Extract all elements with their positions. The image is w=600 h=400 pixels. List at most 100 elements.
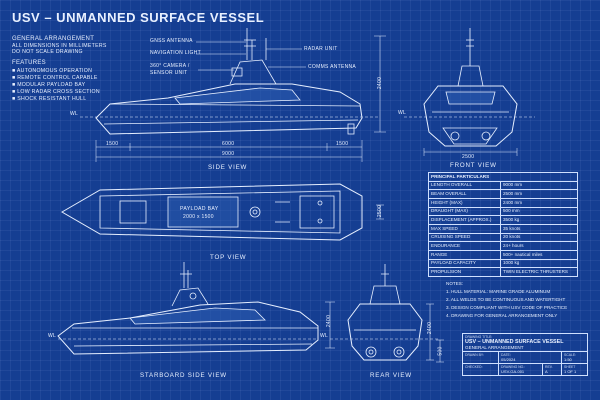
- spec-label: HEIGHT (MAX): [428, 198, 501, 208]
- dim-9000: 9000: [222, 151, 235, 157]
- spec-label: ENDURANCE: [428, 241, 501, 252]
- general-arrangement-heading: GENERAL ARRANGEMENT: [12, 36, 95, 42]
- dim-2400-side: 2400: [377, 76, 384, 90]
- spec-label: CRUISING SPEED: [428, 232, 501, 243]
- spec-value: 35 knots: [499, 224, 579, 234]
- rear-view-hull: [347, 264, 444, 363]
- dim-2400-starboard: 2400: [326, 314, 333, 328]
- date-cell: DATE:05/2024: [498, 351, 562, 364]
- callout-nav-light: NAVIGATION LIGHT: [150, 50, 202, 56]
- dim-6000: 6000: [222, 141, 235, 147]
- wl-label-rear: WL: [320, 333, 329, 339]
- callout-leaders: [196, 41, 306, 71]
- spec-label: RANGE: [428, 250, 501, 260]
- title-block: DRAWING TITLE: USV – UNMANNED SURFACE VE…: [461, 333, 589, 376]
- spec-label: PROPULSION: [428, 267, 501, 278]
- title-block-drawing-sub: GENERAL ARRANGEMENT: [465, 345, 524, 350]
- note-item: 1. HULL MATERIAL: MARINE GRADE ALUMINUM: [446, 289, 551, 294]
- feature-item: ■ LOW RADAR CROSS SECTION: [12, 89, 100, 95]
- spec-label: DISPLACEMENT (APPROX.): [428, 215, 501, 226]
- drawn-by-cell: DRAWN BY:: [461, 351, 500, 364]
- spec-value: 1000 kg: [499, 258, 579, 269]
- title-block-drawing-title: USV – UNMANNED SURFACE VESSEL: [465, 339, 564, 345]
- note-item: 4. DRAWING FOR GENERAL ARRANGEMENT ONLY: [446, 313, 558, 318]
- dim-1500-bow: 1500: [106, 141, 119, 147]
- spec-row: DISPLACEMENT (APPROX.)3500 kg: [428, 215, 579, 226]
- feature-item: ■ REMOTE CONTROL CAPABLE: [12, 75, 98, 81]
- callout-camera: 360° CAMERA /: [150, 63, 190, 69]
- spec-value: TWIN ELECTRIC THRUSTERS: [499, 267, 579, 278]
- spec-label: BEAM OVERALL: [428, 189, 501, 199]
- features-heading: FEATURES: [12, 60, 46, 66]
- dim-2400-rear: 2400: [427, 321, 434, 335]
- wl-label-starboard: WL: [48, 333, 57, 339]
- spec-heading: PRINCIPAL PARTICULARS: [428, 172, 578, 182]
- spec-label: PAYLOAD CAPACITY: [428, 258, 501, 269]
- notes-block: NOTES: 1. HULL MATERIAL: MARINE GRADE AL…: [446, 280, 567, 320]
- wl-label-front: WL: [398, 110, 407, 116]
- spec-value: 24+ hours: [499, 241, 579, 252]
- view-label-side: SIDE VIEW: [208, 164, 248, 171]
- scale-note: DO NOT SCALE DRAWING: [12, 49, 83, 55]
- features-list: ■ AUTONOMOUS OPERATION ■ REMOTE CONTROL …: [12, 68, 100, 103]
- spec-value: 20 knots: [499, 232, 579, 243]
- dim-1500-stern: 1500: [336, 141, 349, 147]
- rev-cell: REV.A: [542, 363, 562, 376]
- dims-note: ALL DIMENSIONS IN MILLIMETERS: [12, 43, 107, 49]
- checked-cell: CHECKED:: [461, 363, 500, 376]
- callout-gnss: GNSS ANTENNA: [150, 38, 193, 44]
- drawing-no-cell: DRAWING NO.:USV-GA-001: [498, 363, 543, 376]
- spec-label: DRAUGHT (MAX): [428, 206, 501, 217]
- spec-value: 2400 mm: [499, 198, 579, 208]
- spec-value: 500+ nautical miles: [499, 250, 579, 260]
- dim-2500-top: 2500: [377, 204, 384, 218]
- starboard-view-hull: [57, 262, 335, 355]
- side-dimension-lines: [95, 35, 386, 162]
- scale-cell: SCALE:1:50: [560, 351, 589, 364]
- view-label-front: FRONT VIEW: [450, 162, 497, 169]
- front-view-hull: [423, 28, 518, 156]
- spec-row: HEIGHT (MAX)2400 mm: [428, 198, 579, 208]
- dim-2500-front: 2500: [462, 154, 475, 160]
- view-label-starboard: STARBOARD SIDE VIEW: [140, 372, 227, 379]
- notes-heading: NOTES:: [446, 281, 464, 286]
- page-title: USV – UNMANNED SURFACE VESSEL: [12, 10, 265, 25]
- payload-bay-label: PAYLOAD BAY: [180, 206, 219, 212]
- view-label-top: TOP VIEW: [210, 254, 247, 261]
- payload-bay-size: 2000 x 1500: [183, 214, 214, 220]
- dim-500-rear: 500: [437, 346, 444, 356]
- title-block-title-cell: DRAWING TITLE: USV – UNMANNED SURFACE VE…: [462, 333, 588, 352]
- note-item: 3. DESIGN COMPLIANT WITH USV CODE OF PRA…: [446, 305, 568, 310]
- feature-item: ■ MODULAR PAYLOAD BAY: [12, 82, 86, 88]
- spec-value: 500 mm: [499, 206, 579, 217]
- spec-value: 3500 kg: [499, 215, 579, 226]
- top-view-hull: [61, 183, 384, 241]
- view-label-rear: REAR VIEW: [370, 372, 412, 379]
- spec-value: 2500 mm: [499, 189, 579, 199]
- feature-item: ■ AUTONOMOUS OPERATION: [12, 68, 93, 74]
- feature-item: ■ SHOCK RESISTANT HULL: [12, 96, 87, 102]
- wl-label-side: WL: [70, 111, 79, 117]
- callout-sensor: SENSOR UNIT: [150, 70, 188, 76]
- callout-comms: COMMS ANTENNA: [308, 64, 357, 70]
- note-item: 2. ALL WELDS TO BE CONTINUOUS AND WATERT…: [446, 297, 566, 302]
- callout-radar: RADAR UNIT: [304, 46, 338, 52]
- side-view-hull: [95, 28, 363, 135]
- spec-row: DRAUGHT (MAX)500 mm: [428, 206, 579, 217]
- spec-label: MAX SPEED: [428, 224, 501, 234]
- spec-label: LENGTH OVERALL: [428, 180, 501, 191]
- spec-value: 9000 mm: [499, 180, 579, 191]
